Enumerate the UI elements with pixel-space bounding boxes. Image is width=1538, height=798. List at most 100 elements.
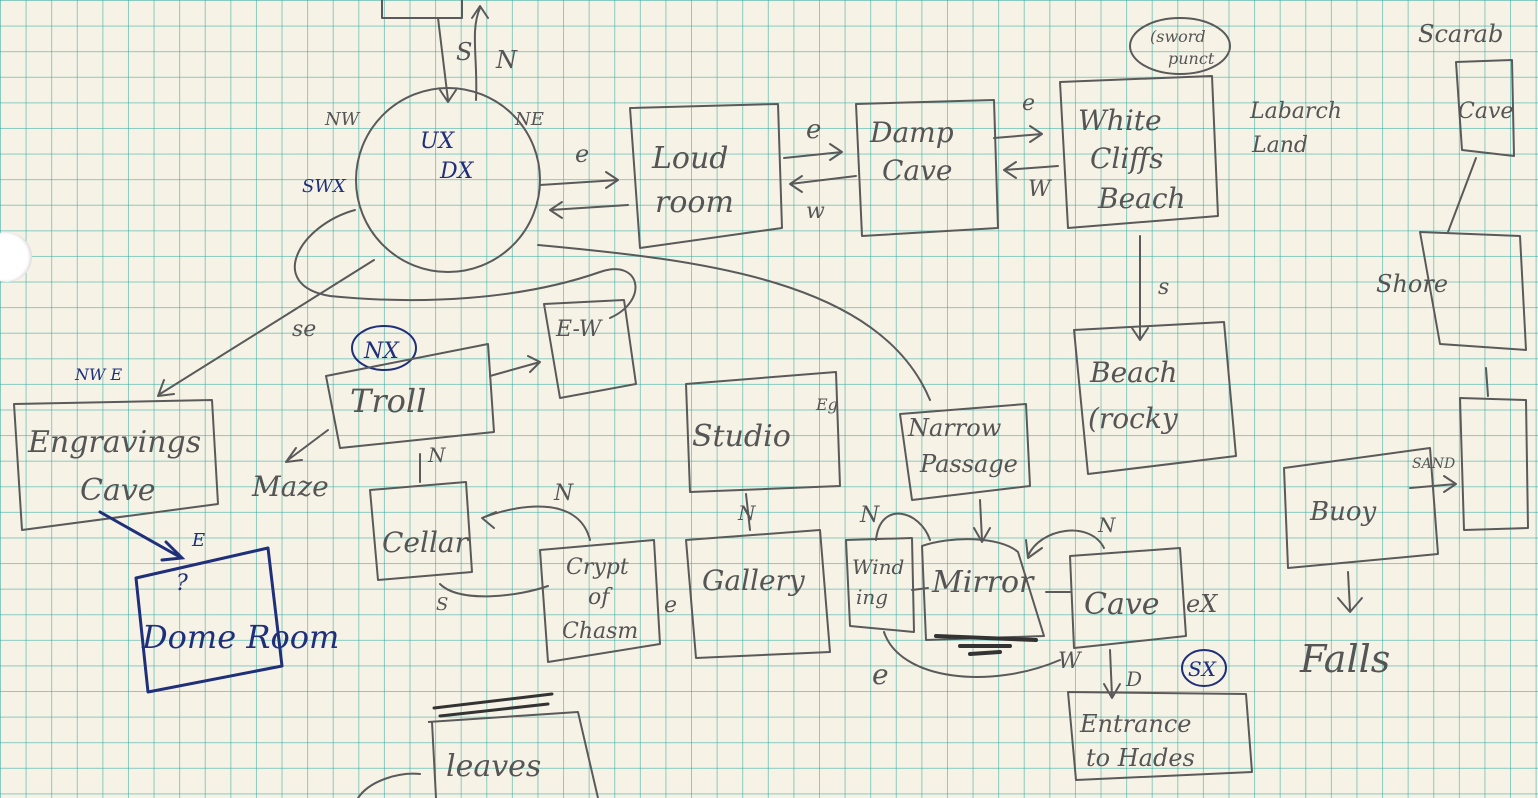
gallery-box [685,529,831,659]
cave-label: Cave [1084,587,1160,622]
round-room [355,87,541,273]
studio-to-gallery [745,493,751,531]
shore-to-right-box [1485,367,1489,397]
label-n-studio: N [737,501,757,525]
loud-room-label: Loud room [651,141,738,220]
white-cliffs-beach-label: White Cliffs Beach [1078,104,1186,215]
mirror-scribble [934,634,1038,656]
label-n-cave: N [1097,513,1117,537]
label-nw-e: NW E [74,365,123,384]
buoy-label: Buoy [1309,497,1377,527]
connector-top-south [437,17,457,103]
cellar-box [369,481,473,581]
arrow-buoy-to-falls [1337,571,1363,613]
right-box [1459,397,1529,531]
loud-room-box [629,103,783,249]
arrow-round-to-engravings [157,259,375,397]
label-e-round: e [575,140,589,168]
cellar-to-crypt [439,583,549,598]
arrow-narrow-to-mirror [973,499,991,543]
label-s-beach: s [1158,275,1169,300]
leaves-scribble [432,692,554,718]
label-ux: UX [420,129,456,154]
label-n-troll: N [427,443,447,467]
label-s-top: S [456,38,472,66]
arrow-beach-south [1131,235,1149,341]
cellar-label: Cellar [382,526,470,559]
label-e-damp: e [1022,91,1035,116]
label-sx: SX [1188,657,1217,681]
round-to-narrow [537,244,931,401]
white-cliffs-beach-box [1059,75,1219,229]
engravings-cave-label: Engravings Cave [27,425,211,508]
mirror-box [921,538,1045,641]
gallery-label: Gallery [702,564,806,597]
shore-label: Shore [1376,270,1448,298]
label-e-winding: e [872,658,889,691]
nx-circle [351,325,417,371]
dome-room-box [134,546,284,694]
arrow-beach-to-damp [1003,161,1059,179]
winding-label: Wind ing [852,555,911,609]
landmark-land-label: Labarch Land [1249,99,1349,158]
beach-rocky-label: Beach (rocky [1088,356,1186,435]
sx-circle [1181,649,1227,687]
label-nw: NW [324,109,361,130]
label-ne: NE [514,109,544,130]
loop-round-room [293,209,637,319]
arrow-damp-to-loud [789,175,857,193]
label-ex: eX [1186,590,1218,618]
bottom-arc [357,772,421,798]
arrow-engravings-to-dome [98,510,186,562]
ew-box [543,299,637,399]
label-s-cellar: S [436,594,448,615]
falls-label: Falls [1299,637,1390,681]
arrow-loud-to-round [549,201,629,219]
top-room-box [381,0,463,19]
winding-box [845,537,915,633]
arrow-troll-to-ew [489,355,541,377]
troll-label: Troll [350,382,426,420]
label-dx: DX [439,159,475,184]
label-se: se [292,317,316,342]
cave-right-label: Cave [1458,99,1513,124]
arrow-round-to-loud [539,171,619,189]
sword-punct-circle [1129,17,1231,75]
beach-rocky-box [1073,321,1237,475]
label-w-cave: W [1058,649,1083,674]
winding-to-mirror [911,587,929,591]
engravings-cave-box [13,399,219,531]
damp-cave-label: Damp Cave [869,116,963,187]
ew-label: E-W [555,317,604,342]
label-question: ? [176,571,188,596]
cave-right-box [1455,59,1515,157]
narrow-passage-label: Narrow Passage [907,414,1018,478]
arrow-damp-to-beach [993,125,1043,143]
studio-label: Studio [692,419,791,454]
narrow-passage-box [899,403,1031,501]
sword-punct-label: (sword punct [1150,27,1215,68]
arrow-crypt-to-cellar [481,505,591,541]
label-d: D [1125,667,1142,691]
entrance-to-hades-box [1067,691,1253,781]
leaves-label: leaves [446,749,541,784]
cave-box [1069,547,1187,649]
scarab-label: Scarab [1418,20,1503,48]
arrow-loud-to-damp [783,143,843,161]
winding-curve-down [883,631,1061,678]
label-n-top: N [495,46,518,74]
label-nx: NX [363,339,400,364]
label-w-damp: W [1028,177,1053,202]
buoy-box [1283,447,1439,569]
arrow-cave-down [1103,649,1121,699]
label-n-crypt: N [553,481,574,506]
label-e-dome: E [191,530,205,551]
label-n-winding: N [859,503,880,528]
label-e-loud: e [806,115,821,145]
mirror-label: Mirror [931,565,1035,600]
cave-to-shore [1447,157,1477,233]
crypt-of-chasm-box [539,539,661,663]
shore-box [1419,231,1527,351]
arrow-cave-to-mirror [1025,529,1105,559]
